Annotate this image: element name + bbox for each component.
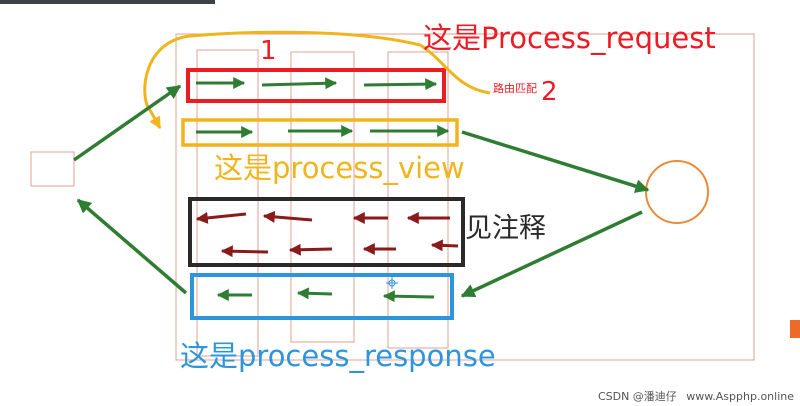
request-node	[30, 151, 75, 187]
arrow-icon	[220, 245, 269, 258]
arrow-icon	[430, 239, 459, 252]
window-top-strip	[0, 0, 215, 4]
arrow-icon	[72, 84, 182, 162]
arrow-icon	[296, 287, 333, 300]
process-view-label: 这是process_view	[214, 151, 465, 185]
arrow-icon	[460, 210, 643, 298]
process-response-label: 这是process_response	[180, 339, 496, 373]
see-note-label: 见注释	[465, 213, 546, 244]
process-request-label: 这是Process_request	[423, 21, 716, 55]
note-box	[188, 197, 465, 267]
view-node-circle	[645, 160, 709, 224]
step-1-label: 1	[260, 36, 277, 66]
arrow-icon	[363, 78, 438, 91]
process-response-box	[190, 273, 454, 320]
edge-mark-icon	[790, 320, 800, 338]
arrow-icon	[382, 290, 435, 303]
arrow-icon	[195, 211, 247, 224]
watermark: CSDN @潘迪仔 www.Aspphp.online	[592, 388, 794, 404]
arrow-icon	[261, 77, 338, 90]
watermark-site: www.Aspphp.online	[686, 390, 794, 403]
step-2-label: 2	[541, 77, 558, 107]
outer-frame	[175, 33, 755, 361]
arrow-icon	[288, 243, 333, 256]
route-curve-arrow	[143, 30, 491, 130]
arrow-icon	[461, 130, 650, 193]
process-request-box	[186, 68, 446, 103]
arrow-icon	[76, 198, 188, 295]
watermark-csdn: CSDN @潘迪仔	[597, 390, 677, 403]
route-match-label: 路由匹配	[493, 82, 537, 95]
arrow-icon	[262, 210, 313, 223]
middleware-column-1	[196, 49, 259, 357]
process-view-box	[181, 118, 459, 147]
crosshair-icon	[386, 277, 398, 289]
